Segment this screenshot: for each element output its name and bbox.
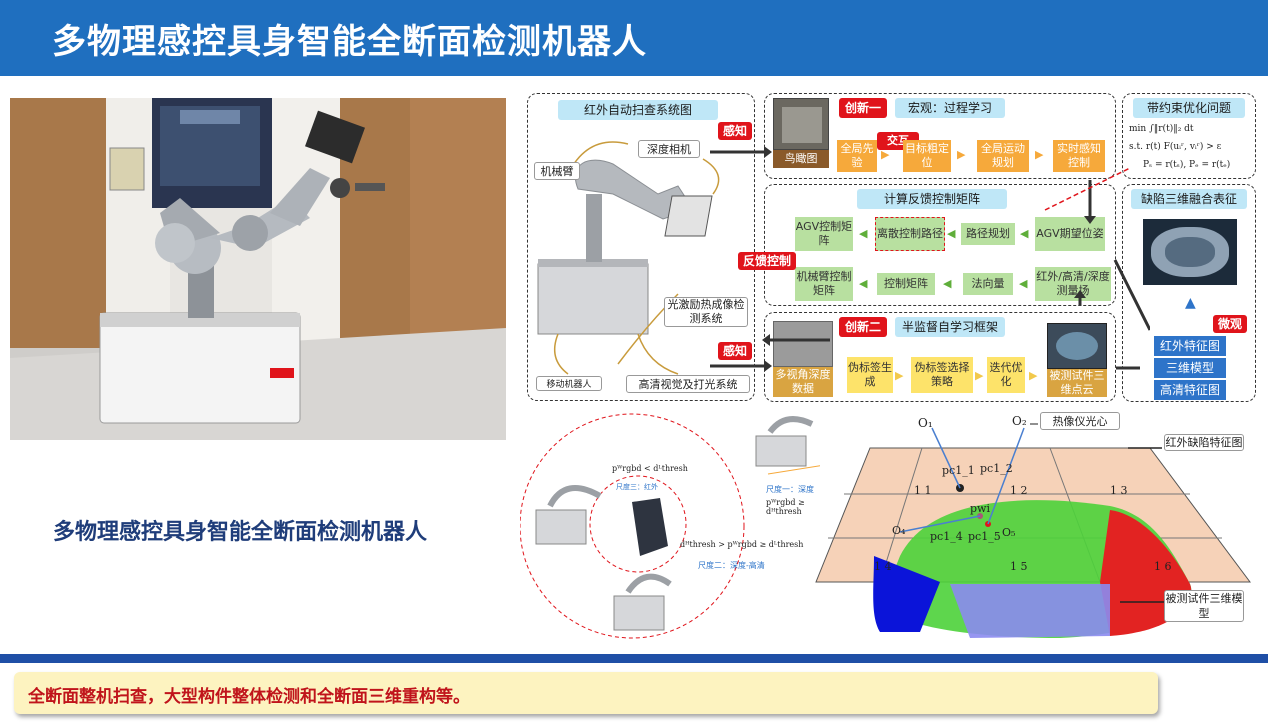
arrow-3: ▶ [1035,148,1044,161]
fusion-model-image [1143,219,1237,285]
label-3d-model: 被测试件三维模型 [1164,590,1244,622]
point-O2: O₂ [1012,414,1027,428]
label-depth-camera: 深度相机 [638,140,700,158]
macro-panel-title: 宏观：过程学习 [895,98,1005,118]
agv-expected-pose: AGV期望位姿 [1035,217,1105,251]
point-pc1-2: pc1_2 [980,462,1013,475]
step-realtime-control: 实时感知控制 [1053,140,1105,172]
point-pc1-5: pc1_5 [968,530,1001,543]
3d-model-button[interactable]: 三维模型 [1153,357,1227,379]
fusion-panel: 缺陷三维融合表征 微观 红外特征图 三维模型 高清特征图 ▲ [1122,184,1256,402]
label-mobile-robot: 移动机器人 [536,376,602,391]
innovation-1-tag: 创新一 [839,98,887,118]
aerial-view-label: 鸟瞰图 [773,150,829,168]
semi-arrow-3: ▶ [1029,369,1038,382]
fb-arrow-5: ◀ [943,277,952,290]
point-pc1-1: pc1_1 [942,464,975,477]
fb-arrow-3: ◀ [1020,227,1029,240]
scale2-label: 尺度二：深度-高清 [698,561,765,570]
page-title: 多物理感控具身智能全断面检测机器人 [52,22,647,62]
section-subtitle: 多物理感控具身智能全断面检测机器人 [53,520,428,545]
discrete-control-path: 离散控制路径 [875,217,945,251]
step-multiview-depth: 多视角深度数据 [773,367,833,397]
formula-scale3: pᵂrgbd < dᴸthresh [612,464,688,473]
scale-diagram: pᵂrgbd < dᴸthresh 尺度三：红外 尺度一：深度 pᵂrgbd ≥… [519,406,851,650]
semi-panel-title: 半监督自学习框架 [895,317,1005,337]
semi-arrow-2: ▶ [975,369,984,382]
constraint-line-2: s.t. r(t) F(uᵢʳ, vᵢʳ) > ε [1129,142,1222,152]
feedback-panel-title: 计算反馈控制矩阵 [857,189,1007,209]
label-arm: 机械臂 [534,162,580,180]
step-motion-plan: 全局运动规划 [977,140,1029,172]
point-O4: O₄ [892,524,906,537]
system-panel: 红外自动扫查系统图 机械臂 深度相机 光激励热成像检测系统 移动机器人 高清视觉… [527,93,755,401]
cell-15: 1 5 [1010,560,1028,573]
point-pwi: pwi [970,502,990,515]
system-illustration [537,141,720,375]
fb-arrow-4: ◀ [859,277,868,290]
point-cloud-image [1047,323,1107,369]
label-camera-center: 热像仪光心 [1040,412,1120,430]
label-vision-system: 高清视觉及打光系统 [626,375,750,393]
step-pseudo-label-gen: 伪标签生成 [847,357,893,393]
constraint-line-3: Pₛ = r(tₛ), Pₑ = r(tₑ) [1143,160,1231,170]
fusion-up-arrow: ▲ [1185,295,1196,311]
step-pseudo-label-select: 伪标签选择策略 [911,357,973,393]
cell-12: 1 2 [1010,484,1028,497]
scale1-label: 尺度一：深度 [766,485,814,494]
constraint-line-1: min ∫‖r(t)‖₂ dt [1129,124,1194,134]
micro-tag: 微观 [1213,315,1247,333]
hd-feature-map-button[interactable]: 高清特征图 [1153,379,1227,401]
cell-16: 1 6 [1154,560,1172,573]
innovation-2-tag: 创新二 [839,317,887,337]
label-thermal-system: 光激励热成像检测系统 [664,297,748,327]
step-coarse-locate: 目标粗定位 [903,140,951,172]
label-ir-defect-map: 红外缺陷特征图 [1164,434,1244,451]
arm-control-matrix: 机械臂控制矩阵 [795,267,853,301]
connector-arrows [710,146,1150,372]
system-panel-title: 红外自动扫查系统图 [558,100,718,120]
semi-arrow-1: ▶ [895,369,904,382]
feedback-panel: 计算反馈控制矩阵 AGV控制矩阵 离散控制路径 路径规划 AGV期望位姿 机械臂… [764,184,1116,306]
fusion-diagram: O₁ O₂ 热像仪光心 红外缺陷特征图 被测试件三维模型 pc1_1 pc1_2… [810,406,1258,650]
formula-scale2: dᴴthresh > pᵂrgbd ≥ dᴸthresh [680,540,804,549]
constraint-panel-title: 带约束优化问题 [1133,98,1245,118]
fb-arrow-2: ◀ [947,227,956,240]
semi-panel: 创新二 半监督自学习框架 多视角深度数据 伪标签生成 伪标签选择策略 迭代优化 … [764,312,1116,402]
cell-13: 1 3 [1110,484,1128,497]
point-pc1-4: pc1_4 [930,530,963,543]
point-O5: O₅ [1002,526,1016,539]
arrow-1: ▶ [881,148,890,161]
header-bar: 多物理感控具身智能全断面检测机器人 [0,0,1268,76]
normal-vector: 法向量 [963,273,1013,295]
cell-14: 1 4 [874,560,892,573]
fb-arrow-1: ◀ [859,227,868,240]
perceive-tag-bottom: 感知 [718,342,752,360]
step-point-cloud: 被测试件三维点云 [1047,369,1107,397]
macro-panel: 创新一 宏观：过程学习 鸟瞰图 交互 全局先验 目标粗定位 全局运动规划 实时感… [764,93,1116,179]
summary-text: 全断面整机扫查，大型构件整体检测和全断面三维重构等。 [28,687,470,707]
aerial-view-image [773,98,829,150]
summary-box: 全断面整机扫查，大型构件整体检测和全断面三维重构等。 [14,672,1158,714]
feedback-control-tag: 反馈控制 [738,252,796,270]
bottom-divider [0,654,1268,663]
formula-scale1: pᵂrgbd ≥ dᴴthresh [766,498,805,516]
step-iterative-opt: 迭代优化 [987,357,1025,393]
multi-view-image [773,321,833,367]
constraint-panel: 带约束优化问题 min ∫‖r(t)‖₂ dt s.t. r(t) F(uᵢʳ,… [1122,93,1256,179]
ir-feature-map-button[interactable]: 红外特征图 [1153,335,1227,357]
control-matrix: 控制矩阵 [877,273,935,295]
point-O1: O₁ [918,416,933,430]
perceive-tag-top: 感知 [718,122,752,140]
scale3-label: 尺度三：红外 [616,483,658,491]
arrow-2: ▶ [957,148,966,161]
path-planning: 路径规划 [961,223,1015,245]
fb-arrow-6: ◀ [1019,277,1028,290]
cell-11: 1 1 [914,484,932,497]
fusion-panel-title: 缺陷三维融合表征 [1131,189,1247,209]
robot-photo [10,98,506,440]
agv-control-matrix: AGV控制矩阵 [795,217,853,251]
step-global-prior: 全局先验 [837,140,877,172]
